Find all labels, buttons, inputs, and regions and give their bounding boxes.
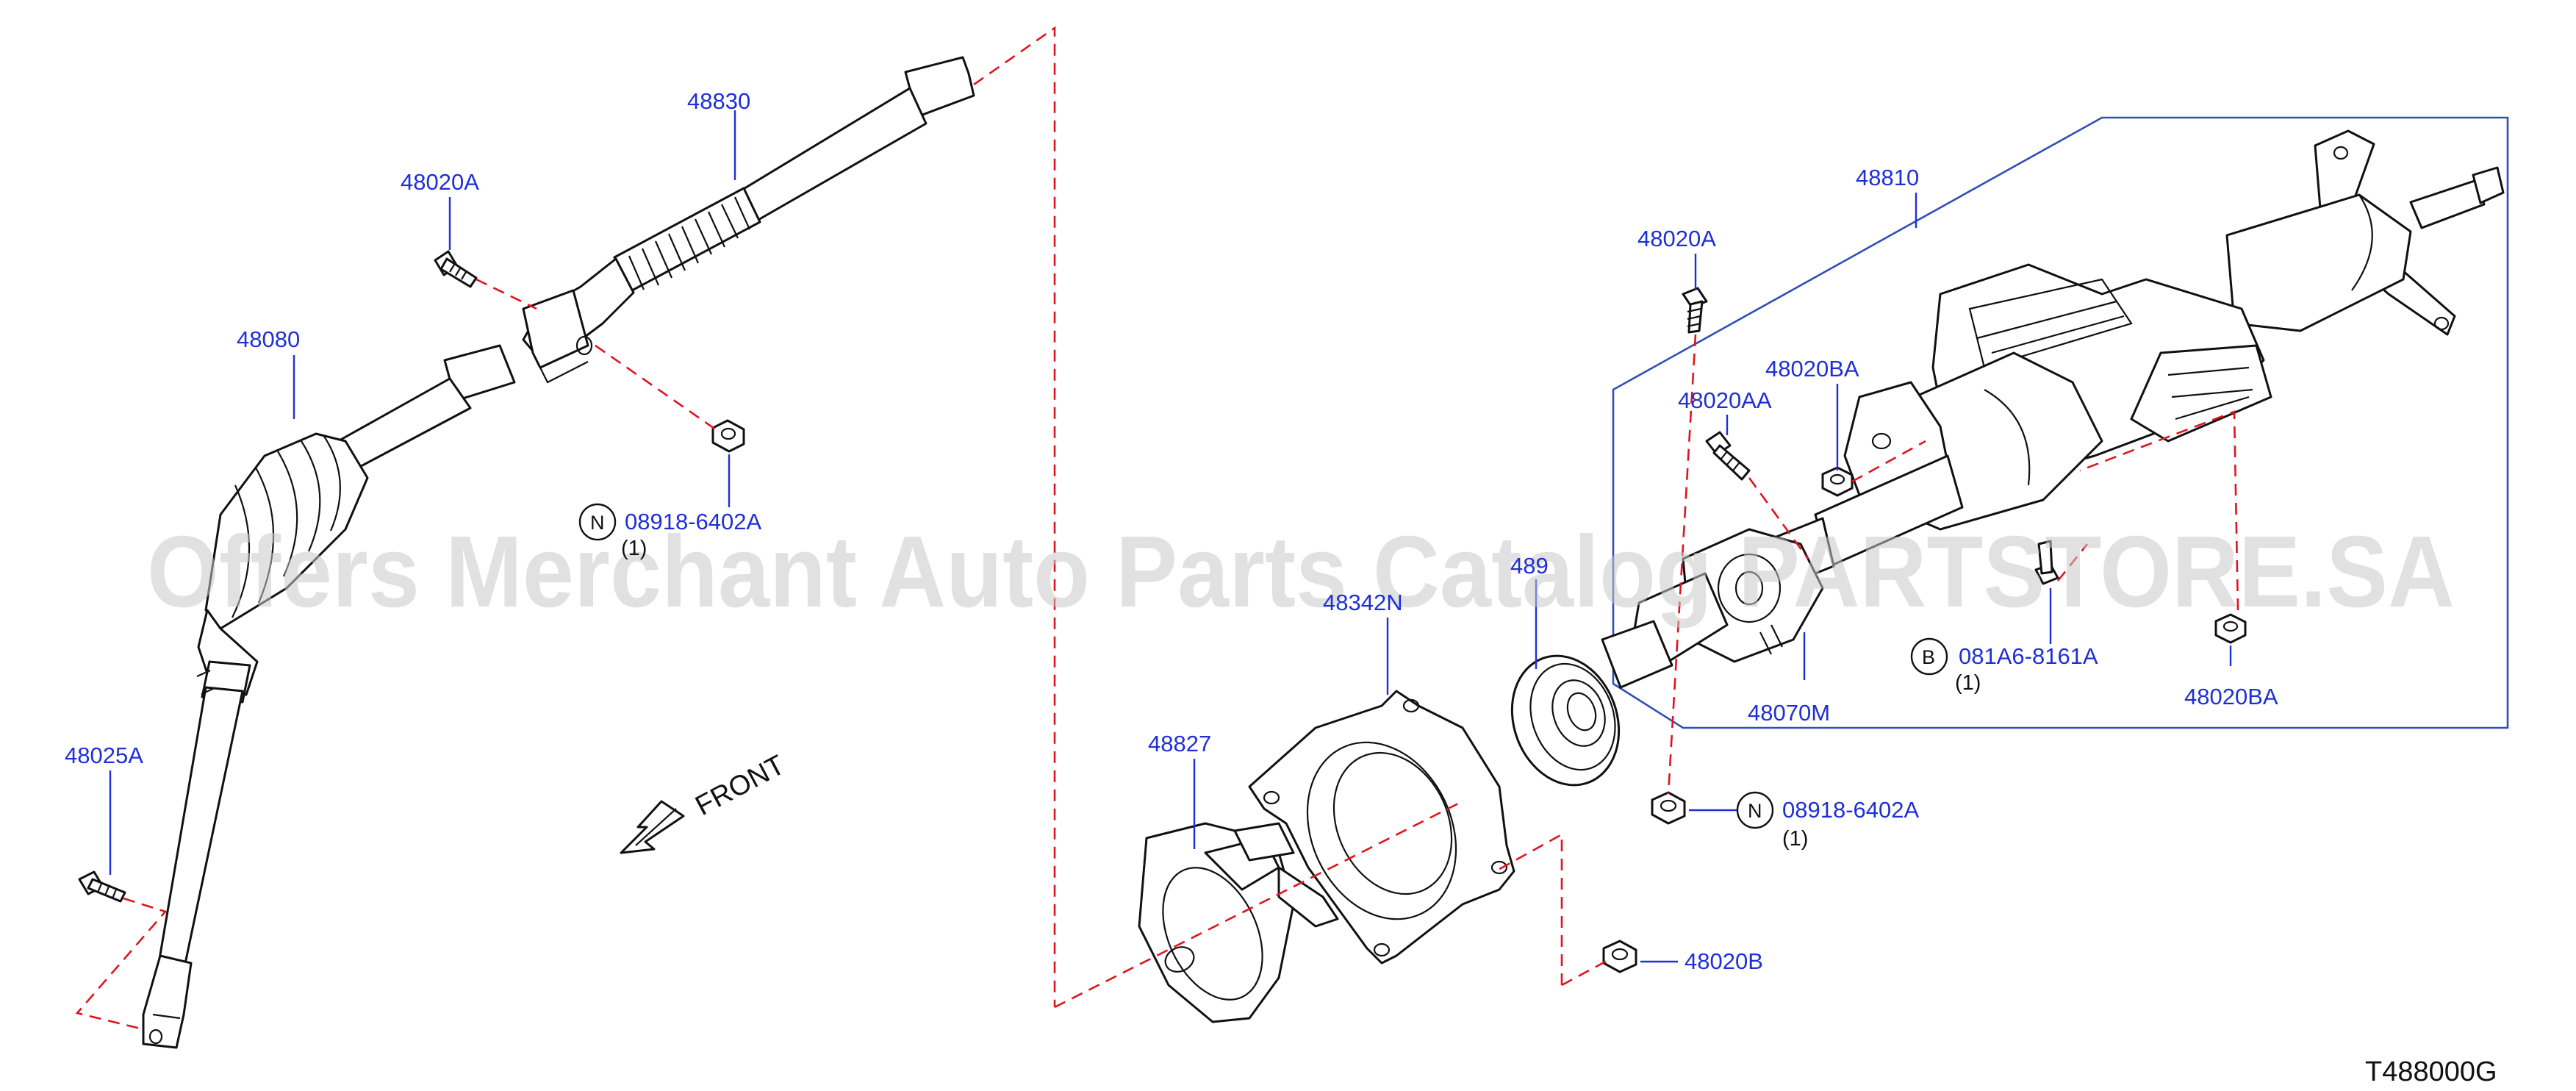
group-box-48810: [1612, 116, 2509, 729]
dashed-leaders: [75, 26, 2239, 1031]
label-48080[interactable]: 48080: [237, 326, 300, 352]
label-48020BA-right[interactable]: 48020BA: [2184, 684, 2278, 709]
bolt-48020A-left[interactable]: [434, 250, 478, 288]
callout-leaders: [109, 110, 2232, 963]
front-label: FRONT: [691, 749, 790, 822]
shaft-bellows: [628, 196, 751, 290]
label-48070M[interactable]: 48070M: [1748, 700, 1830, 726]
qty-081A6-8161A: (1): [1955, 671, 1981, 695]
bolt-48025A[interactable]: [78, 870, 126, 903]
qty-08918-6402A-right: (1): [1782, 827, 1808, 851]
nut-48020BA-top[interactable]: [1821, 466, 1854, 497]
n-symbol-left-text: N: [590, 512, 605, 534]
label-08918-6402A-left[interactable]: 08918-6402A: [625, 509, 761, 534]
nut-08918-6402A-right[interactable]: [1651, 791, 1686, 825]
cover-48827[interactable]: [1138, 822, 1339, 1023]
intermediate-shaft-48830[interactable]: [522, 56, 975, 384]
grommet-489xx[interactable]: [1494, 640, 1636, 800]
label-48342N[interactable]: 48342N: [1323, 590, 1403, 615]
label-48020A-right[interactable]: 48020A: [1637, 226, 1716, 251]
n-symbol-right: [1736, 791, 1774, 829]
bolt-48020AA[interactable]: [1705, 431, 1751, 481]
label-48020AA[interactable]: 48020AA: [1678, 387, 1772, 413]
nut-48020BA-right[interactable]: [2214, 613, 2247, 644]
qty-08918-6402A-left: (1): [621, 537, 647, 560]
b-symbol-right: [1910, 637, 1948, 676]
joint-48070M[interactable]: [1601, 528, 1824, 689]
label-48827[interactable]: 48827: [1148, 731, 1211, 756]
label-48020A-left[interactable]: 48020A: [401, 169, 479, 195]
label-48020BA-top[interactable]: 48020BA: [1765, 356, 1859, 382]
nut-08918-6402A-left[interactable]: [711, 419, 745, 453]
label-48810[interactable]: 48810: [1856, 165, 1919, 190]
label-48020B[interactable]: 48020B: [1685, 948, 1763, 974]
n-symbol-right-text: N: [1748, 800, 1762, 822]
front-arrow: [620, 800, 685, 854]
n-symbol-left: [578, 503, 617, 541]
boot-48342N[interactable]: [1248, 690, 1515, 965]
nut-48020B[interactable]: [1602, 940, 1637, 973]
label-081A6-8161A[interactable]: 081A6-8161A: [1959, 643, 2098, 669]
bolt-48020A-right[interactable]: [1682, 287, 1708, 334]
label-48025A[interactable]: 48025A: [65, 743, 143, 768]
label-489xx[interactable]: 489: [1510, 553, 1549, 579]
lower-shaft-48080[interactable]: [142, 344, 516, 1049]
diagram-code: T488000G: [2365, 1056, 2497, 1087]
label-08918-6402A-right[interactable]: 08918-6402A: [1782, 797, 1919, 823]
bolt-081A6-8161A[interactable]: [2034, 540, 2059, 585]
watermark: Offers Merchant Auto Parts Catalog PARTS…: [147, 515, 2455, 629]
steering-column-48810[interactable]: [1748, 129, 2505, 597]
label-48830[interactable]: 48830: [687, 88, 750, 114]
b-symbol-right-text: B: [1922, 646, 1935, 668]
